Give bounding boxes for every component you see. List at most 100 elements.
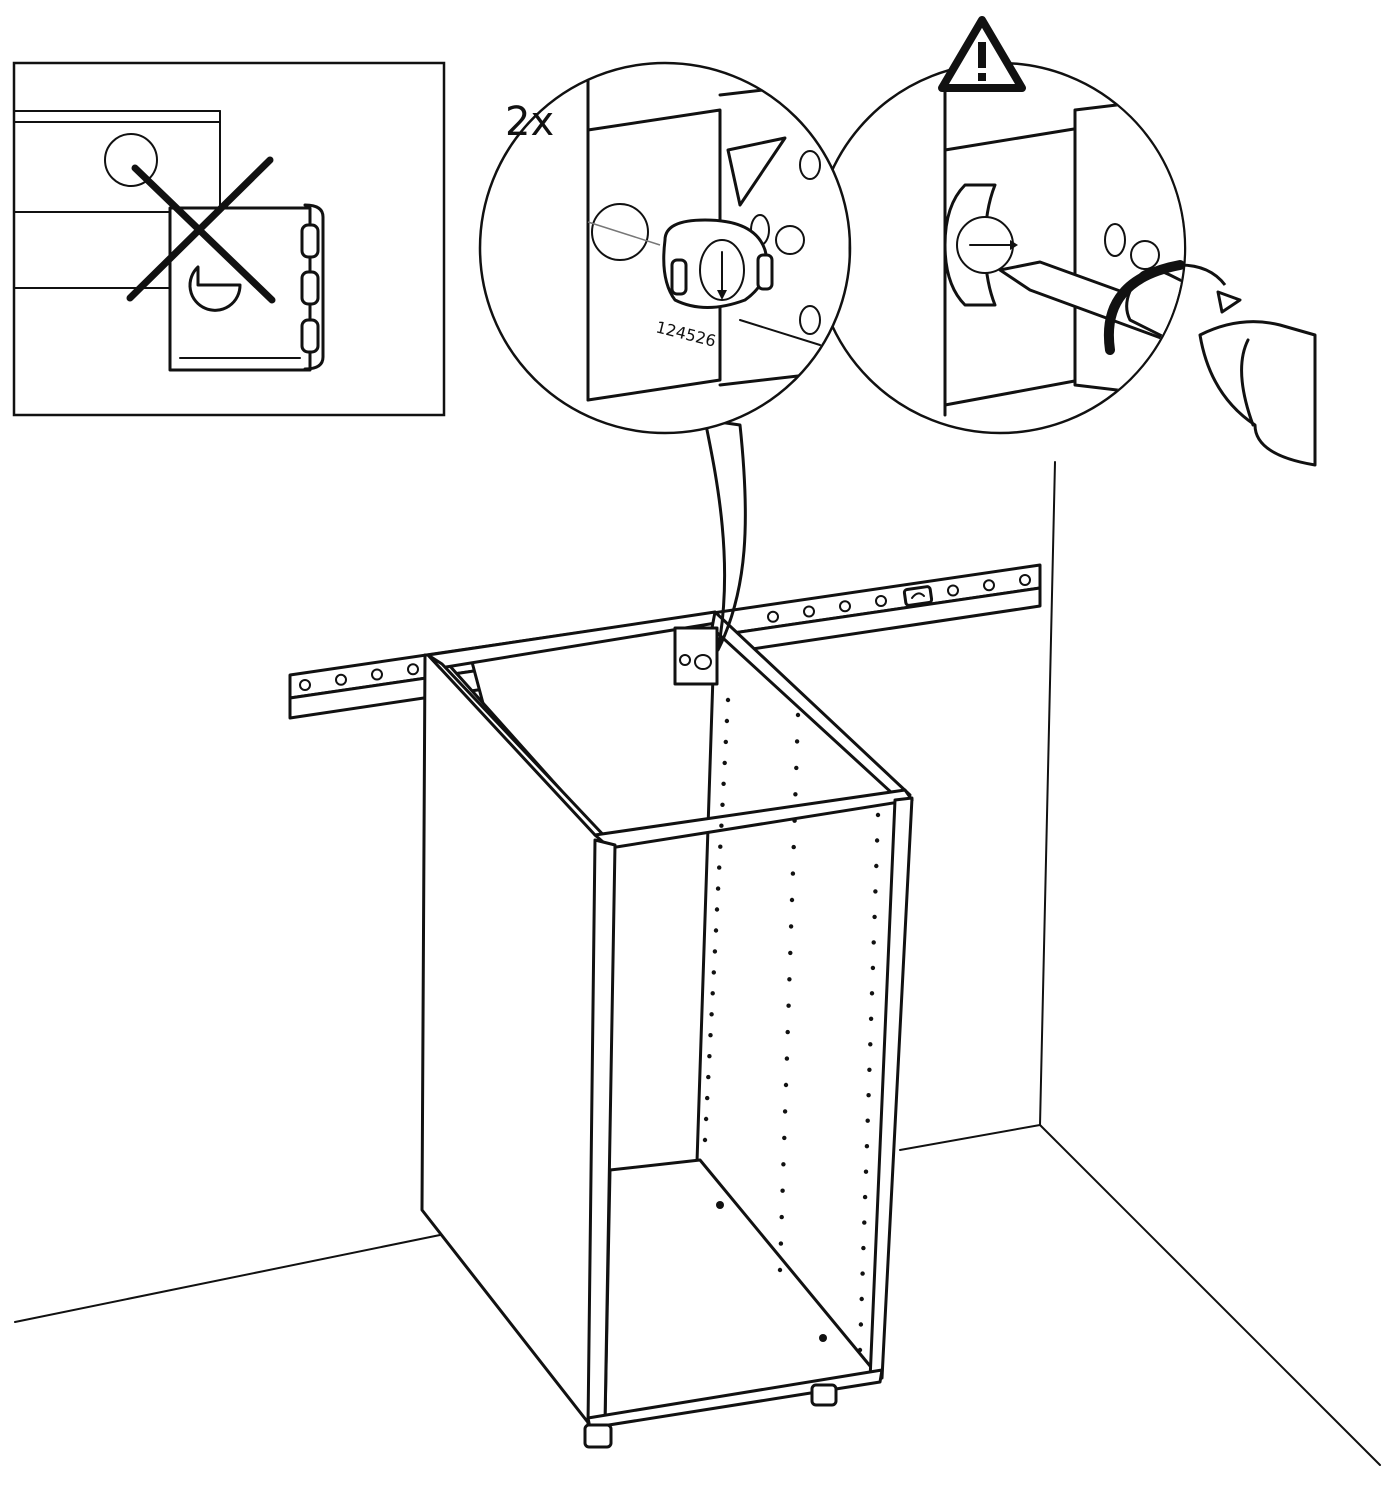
shelf-pin-hole (860, 1271, 865, 1276)
shelf-pin-hole (722, 760, 727, 766)
shelf-pin-hole (783, 1082, 789, 1088)
shelf-pin-hole (703, 1116, 709, 1122)
bracket-cam (775, 225, 805, 255)
rail-hole (983, 579, 995, 592)
shelf-pin-hole (866, 1093, 871, 1098)
shelf-pin-hole (786, 1003, 791, 1008)
adjuster-tab-right (756, 253, 774, 291)
shelf-pin-hole (782, 1109, 788, 1114)
shelf-pin-hole (788, 924, 794, 929)
cabinet-leg-back (810, 1383, 838, 1407)
rail-hole (767, 610, 779, 623)
detail-circle-adjust (813, 16, 1317, 467)
rail-holes (299, 574, 1031, 691)
shelf-pin-hole (717, 865, 722, 870)
floor-right-line (1039, 1124, 1381, 1466)
shelf-pin-hole (778, 1241, 784, 1246)
rail-hole (803, 605, 815, 618)
shelf-pin-hole (712, 949, 718, 954)
rail-hole (1019, 574, 1031, 586)
shelf-pin-hole (794, 765, 799, 771)
cross-mark-icon (126, 156, 276, 304)
shelf-pin-hole (787, 977, 792, 982)
detail-circle-fitting: 124526 2x (478, 61, 852, 435)
bracket-pin (799, 305, 821, 335)
shelf-pin-hole (793, 792, 798, 797)
shelf-pin-hole (867, 1067, 872, 1073)
bottom-screw-hole (819, 1334, 827, 1342)
adjuster-tab-left (670, 258, 688, 296)
adjuster-arrowhead (717, 290, 727, 300)
bracket-triangle (726, 136, 787, 207)
shelf-pin-hole (862, 1194, 868, 1200)
shelf-pin-hole (709, 1012, 714, 1017)
shelf-pin-hole (857, 1347, 863, 1353)
rail-hole (407, 663, 419, 676)
shelf-pin-hole (708, 1033, 713, 1038)
floor-back-line (899, 1124, 1041, 1151)
shelf-pin-hole (868, 1016, 874, 1021)
shelf-pin-hole (795, 712, 801, 718)
shelf-pin-hole (868, 1042, 873, 1047)
room-lines (14, 461, 1381, 1466)
wrong-bracket-tab (300, 318, 320, 354)
shelf-pin-hole (858, 1322, 864, 1327)
shelf-pin-hole (872, 914, 877, 920)
shelf-pin-hole (874, 863, 879, 869)
wrong-bracket-edge (303, 203, 325, 371)
shelf-pin-hole (710, 991, 715, 996)
bracket-lower-edge (739, 319, 821, 346)
quantity-label: 2x (505, 99, 554, 145)
shelf-pin-hole (707, 1054, 712, 1059)
shelf-pin-hole (790, 871, 796, 876)
alignment-line (587, 221, 661, 246)
shelf-pin-hole (791, 844, 796, 850)
cabinet-frame (420, 610, 914, 1449)
rail-hole (947, 584, 959, 597)
shelf-pin-hole (715, 886, 721, 891)
shelf-pin-hole (863, 1169, 869, 1174)
shelf-pin-hole (874, 838, 880, 843)
shelf-pin-hole (720, 802, 725, 807)
rail-hole (839, 600, 851, 613)
bracket-cam (1130, 240, 1160, 270)
shelf-pin-hole (861, 1245, 866, 1251)
shelf-pin-hole (864, 1144, 870, 1149)
shelf-pin-hole (794, 739, 800, 744)
shelf-pin-hole (725, 697, 731, 703)
shelf-pin-hole (859, 1296, 864, 1302)
shelf-pin-hole (785, 1029, 790, 1035)
shelf-pin-hole (788, 950, 793, 956)
cabinet-suspension-fitting (673, 626, 719, 686)
shelf-pin-hole (723, 739, 728, 745)
shelf-pin-hole (873, 889, 878, 894)
rail-hook-mark (911, 592, 925, 599)
cabinet-leg-front (583, 1423, 613, 1449)
shelf-pin-hole (789, 897, 795, 903)
shelf-pin-hole (875, 812, 881, 818)
shelf-pin-hole (780, 1188, 785, 1193)
shelf-pin-hole (781, 1162, 786, 1167)
bracket-screw (1104, 223, 1126, 257)
shelf-pin-hole (869, 991, 875, 996)
screwdriver-handle-curve (1240, 338, 1255, 427)
shelf-pin-hole (777, 1267, 783, 1273)
shelf-pin-hole (862, 1220, 867, 1225)
rail-hole (335, 673, 347, 686)
floor-left-line (14, 1234, 441, 1323)
bracket-pin (799, 150, 821, 180)
fitting-adjuster (694, 654, 712, 670)
wrong-bracket-hook (188, 265, 242, 312)
rail-hook-slot (902, 585, 934, 607)
shelf-pin-hole (718, 844, 723, 849)
rotate-arrow-icon (1103, 260, 1242, 355)
wrong-bracket-tab (300, 270, 320, 306)
warning-triangle-icon (938, 16, 1026, 92)
shelf-pin-hole (865, 1118, 870, 1123)
shelf-pin-hole (719, 823, 724, 828)
shelf-pin-hole (870, 965, 876, 971)
rail-hole (371, 668, 383, 681)
shelf-pin-hole (713, 928, 719, 933)
